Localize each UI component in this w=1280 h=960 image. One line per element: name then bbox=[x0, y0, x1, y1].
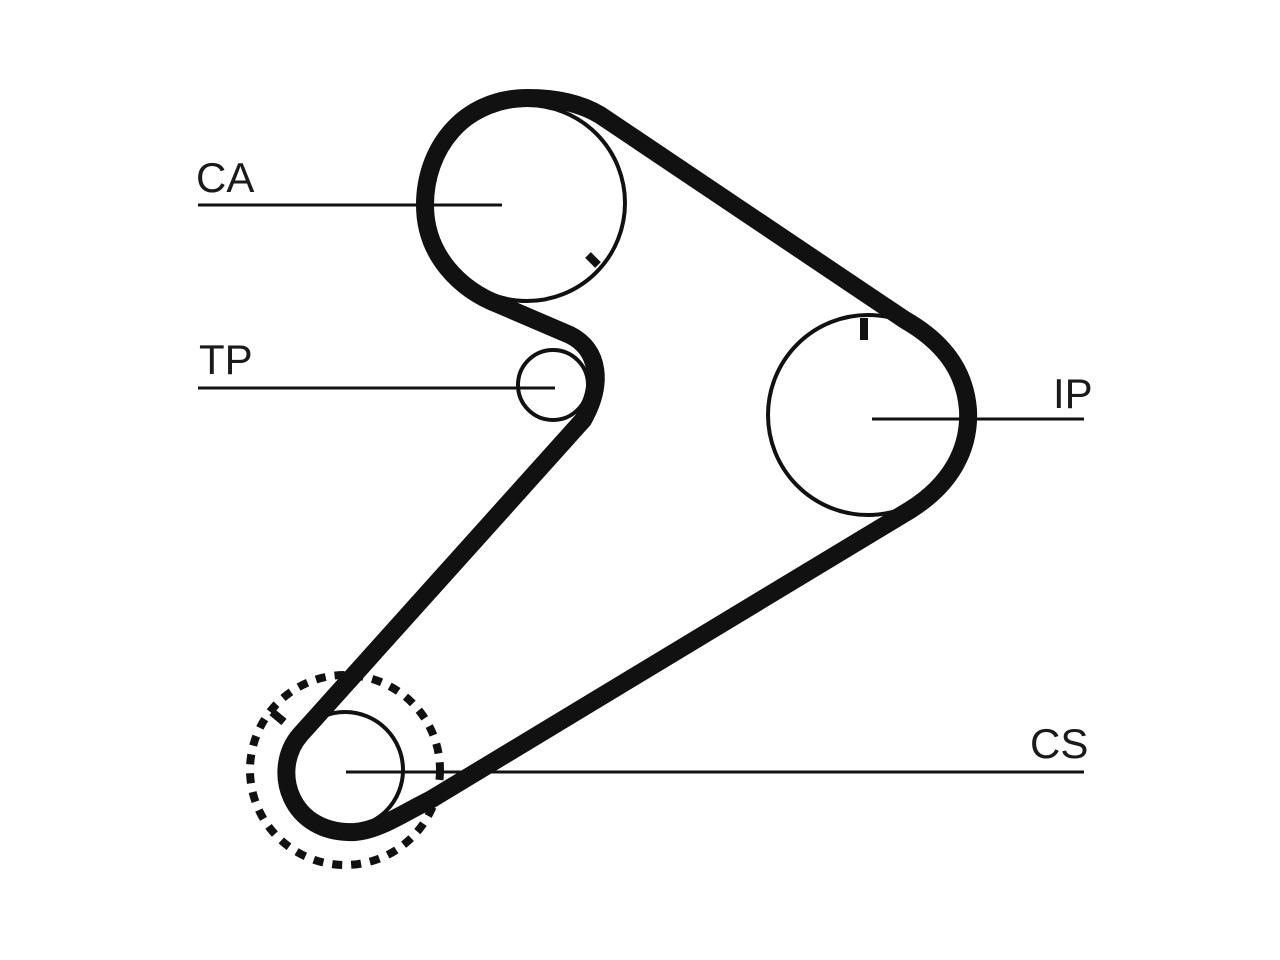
timing-belt bbox=[277, 89, 978, 842]
crankshaft-pulley bbox=[246, 671, 444, 869]
camshaft-pulley bbox=[427, 103, 627, 303]
intermediate-pulley-circle bbox=[766, 313, 970, 517]
camshaft-pulley-circle bbox=[427, 103, 627, 303]
tensioner-pulley bbox=[516, 348, 590, 422]
intermediate-pulley bbox=[766, 313, 970, 517]
label-ca: CA bbox=[196, 154, 254, 201]
camshaft-timing-mark bbox=[585, 252, 601, 268]
label-ip: IP bbox=[1053, 370, 1093, 417]
crankshaft-dotted-ring bbox=[246, 671, 444, 869]
tensioner-pulley-circle bbox=[516, 348, 590, 422]
label-tp: TP bbox=[199, 336, 253, 383]
crankshaft-pulley-circle bbox=[285, 710, 405, 830]
label-cs: CS bbox=[1030, 720, 1088, 767]
crankshaft-timing-mark bbox=[269, 708, 287, 726]
